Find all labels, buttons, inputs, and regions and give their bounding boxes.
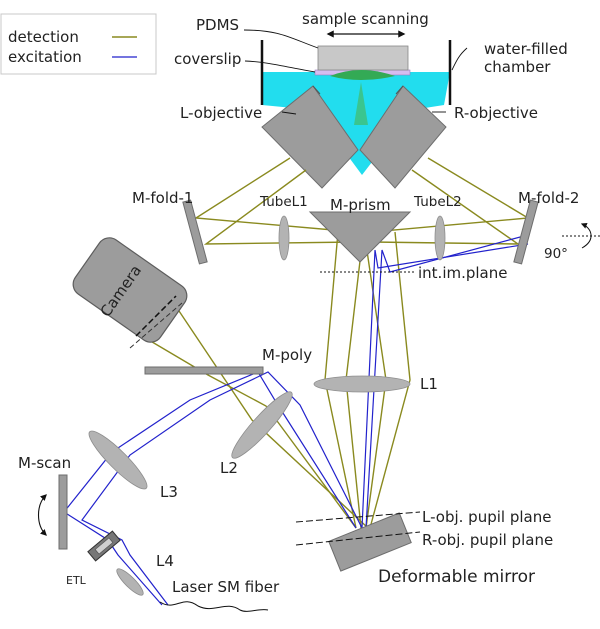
lens-l4: [116, 568, 144, 596]
optics: [58, 199, 539, 596]
legend-excitation-label: excitation: [8, 48, 82, 66]
r-objective: [359, 85, 447, 189]
annotation-lines: [37, 29, 600, 612]
label-l3: L3: [160, 483, 178, 501]
label-m-fold-2: M-fold-2: [518, 189, 579, 207]
label-sample-scanning: sample scanning: [302, 10, 429, 28]
m-prism: [308, 211, 412, 263]
label-water-chamber-line2: chamber: [484, 58, 551, 76]
legend-detection-label: detection: [8, 28, 79, 46]
label-coverslip: coverslip: [174, 50, 241, 68]
m-poly-mirror: [144, 366, 264, 375]
m-scan-mirror: [58, 474, 68, 550]
lens-l1: [313, 375, 411, 393]
label-r-objective: R-objective: [454, 104, 538, 122]
label-l-objective: L-objective: [180, 104, 262, 122]
label-l1: L1: [420, 375, 438, 393]
objectives: [261, 82, 447, 189]
label-pdms: PDMS: [196, 16, 239, 34]
label-tube-l1: TubeL1: [259, 194, 308, 210]
label-l4: L4: [156, 552, 174, 570]
legend: detection excitation: [0, 13, 157, 75]
label-r-obj-pupil: R-obj. pupil plane: [422, 531, 553, 549]
label-tube-l2: TubeL2: [413, 194, 462, 210]
lens-l3: [88, 430, 148, 490]
label-etl: ETL: [66, 574, 87, 587]
label-l2: L2: [220, 459, 238, 477]
tube-lens-2: [434, 215, 446, 261]
label-int-im-plane: int.im.plane: [418, 264, 508, 282]
label-laser-fiber: Laser SM fiber: [172, 578, 280, 596]
camera: [72, 237, 188, 349]
pdms-block: [317, 45, 409, 71]
label-m-poly: M-poly: [262, 346, 312, 364]
sample: [330, 70, 395, 80]
label-rotation: 90°: [544, 246, 568, 262]
label-m-fold-1: M-fold-1: [132, 189, 193, 207]
etl-lens: [87, 530, 121, 562]
label-deformable-mirror: Deformable mirror: [378, 567, 535, 587]
label-l-obj-pupil: L-obj. pupil plane: [422, 508, 551, 526]
deformable-mirror: [328, 512, 412, 572]
lens-l2: [231, 391, 293, 459]
label-m-scan: M-scan: [18, 454, 71, 472]
tube-lens-1: [278, 215, 290, 261]
labels: PDMS sample scanning coverslip water-fil…: [18, 10, 579, 596]
l-objective: [261, 85, 359, 189]
label-m-prism: M-prism: [330, 196, 391, 214]
label-water-chamber-line1: water-filled: [484, 40, 568, 58]
m-fold-1-mirror: [182, 199, 208, 265]
m-fold-2-mirror: [513, 199, 539, 265]
